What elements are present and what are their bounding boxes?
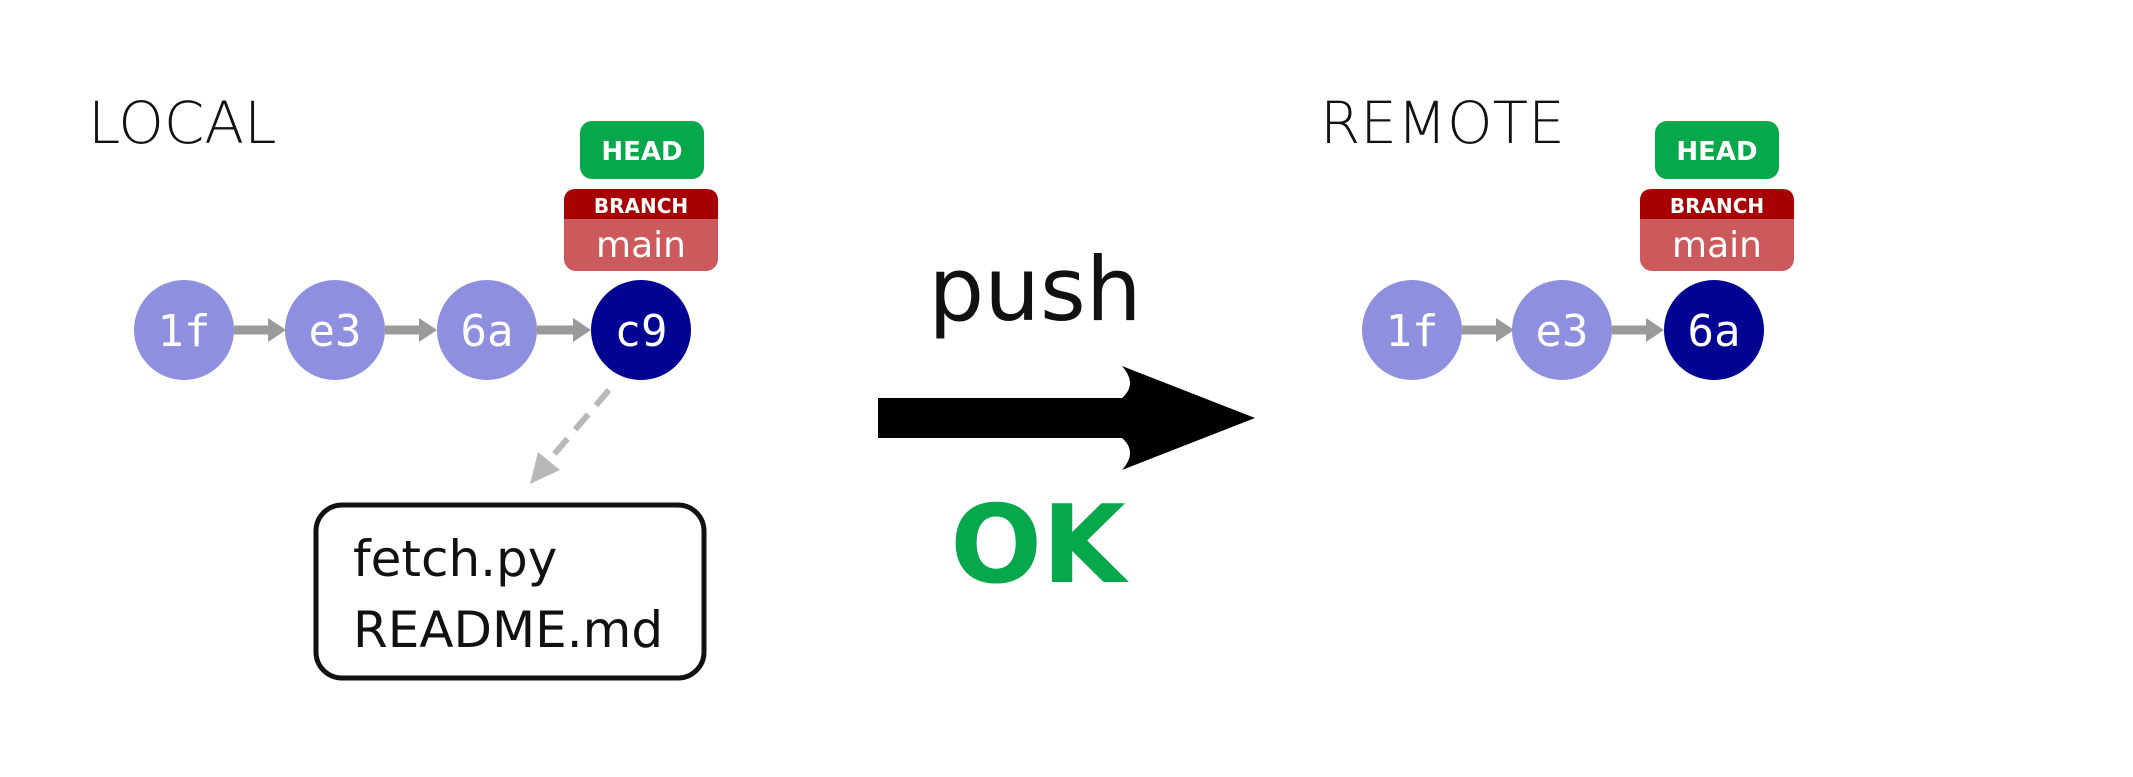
remote-link-1	[1462, 318, 1514, 342]
push-arrow-icon	[878, 366, 1255, 470]
remote-branch-tag: BRANCH main	[1640, 189, 1794, 271]
snapshot-file-box: fetch.py README.md	[313, 502, 707, 681]
local-section: LOCAL HEAD BRANCH main	[88, 89, 718, 681]
remote-commit-2-label: e3	[1536, 306, 1589, 357]
local-branch-tag: BRANCH main	[564, 189, 718, 271]
local-link-2	[385, 318, 437, 342]
remote-commit-3-label: 6a	[1688, 306, 1741, 357]
local-commit-4-current: c9	[591, 280, 691, 380]
push-action: push OK	[878, 238, 1255, 608]
local-head-label: HEAD	[601, 137, 682, 167]
file-item-1: fetch.py	[353, 530, 557, 588]
remote-commit-2: e3	[1512, 280, 1612, 380]
remote-head-tag-bg	[1655, 121, 1779, 179]
local-commit-graph: 1f e3 6a c9	[134, 280, 691, 380]
remote-branch-label: BRANCH	[1670, 194, 1764, 218]
local-link-3	[537, 318, 591, 342]
file-item-2: README.md	[353, 601, 663, 659]
local-commit-1: 1f	[134, 280, 234, 380]
ok-label: OK	[950, 483, 1129, 608]
local-commit-4-label: c9	[615, 306, 668, 357]
local-head-tag-bg	[580, 121, 704, 179]
remote-commit-1-label: 1f	[1386, 306, 1439, 357]
local-branch-label: BRANCH	[594, 194, 688, 218]
local-title: LOCAL	[88, 89, 276, 157]
local-commit-3: 6a	[437, 280, 537, 380]
remote-commit-1: 1f	[1362, 280, 1462, 380]
snapshot-dashed-arrow	[530, 388, 612, 484]
remote-head-tag: HEAD	[1655, 121, 1779, 179]
remote-branch-header	[1640, 189, 1794, 219]
local-branch-name: main	[596, 225, 686, 266]
local-commit-1-label: 1f	[158, 306, 211, 357]
remote-link-2	[1612, 318, 1664, 342]
remote-commit-3-current: 6a	[1664, 280, 1764, 380]
push-label: push	[928, 238, 1141, 341]
remote-title: REMOTE	[1320, 89, 1565, 157]
remote-branch-name: main	[1672, 225, 1762, 266]
remote-section: REMOTE HEAD BRANCH main 1f	[1320, 89, 1794, 380]
local-commit-2-label: e3	[309, 306, 362, 357]
local-commit-3-label: 6a	[461, 306, 514, 357]
remote-commit-graph: 1f e3 6a	[1362, 280, 1764, 380]
local-link-1	[234, 318, 286, 342]
remote-head-label: HEAD	[1676, 137, 1757, 167]
local-branch-header	[564, 189, 718, 219]
local-commit-2: e3	[285, 280, 385, 380]
local-head-tag: HEAD	[580, 121, 704, 179]
file-box-border	[313, 502, 707, 681]
